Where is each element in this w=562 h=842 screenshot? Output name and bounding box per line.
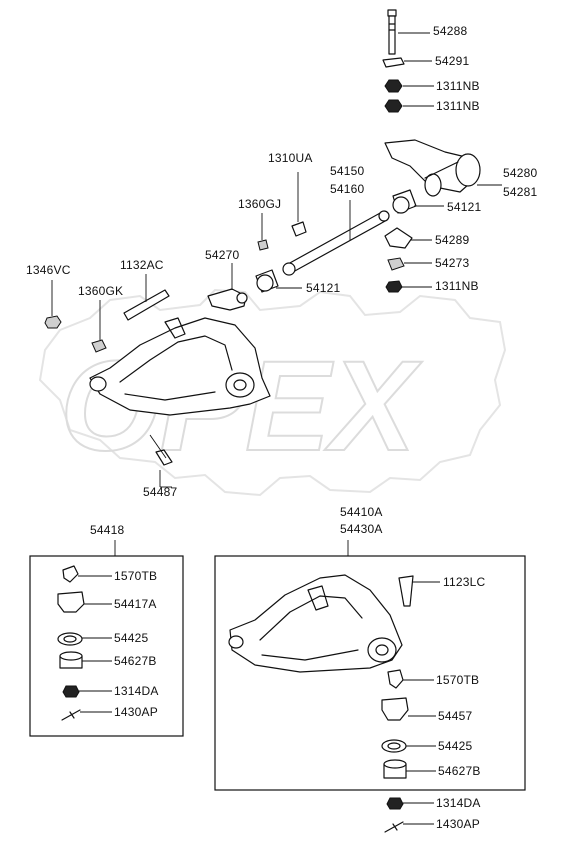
label-54289: 54289 [435, 233, 470, 247]
left-kit-item-1: 54417A [114, 597, 157, 611]
label-54160: 54160 [330, 182, 365, 196]
nut-1346VC [44, 315, 62, 329]
label-1132AC: 1132AC [120, 258, 164, 272]
label-1360GJ: 1360GJ [238, 197, 282, 211]
left-kit-item-0: 1570TB [114, 569, 158, 583]
label-1311NB-a: 1311NB [436, 79, 480, 93]
nut-1311NB-a [384, 79, 403, 93]
nut-54273 [387, 257, 405, 271]
label-1346VC: 1346VC [26, 263, 71, 277]
label-54487: 54487 [143, 485, 178, 499]
bushing-54121-a [392, 189, 417, 214]
left-kit-parts [57, 565, 112, 721]
shaft-54150 [282, 210, 390, 276]
label-1311NB-c: 1311NB [435, 279, 479, 293]
left-kit-box [29, 555, 184, 737]
label-54273: 54273 [435, 256, 470, 270]
left-kit-item-4: 1314DA [114, 684, 159, 698]
left-kit-item-3: 54627B [114, 654, 157, 668]
washer-1360GK [91, 339, 107, 353]
bolt-1132AC [123, 289, 170, 321]
right-kit-outside-0: 1314DA [436, 796, 481, 810]
right-kit-item-1: 1570TB [436, 673, 480, 687]
lower-kit-arm [228, 574, 403, 673]
bolt-54288 [387, 9, 397, 55]
right-kit-item-2: 54457 [438, 709, 473, 723]
label-54121-b: 54121 [306, 281, 341, 295]
label-54288: 54288 [433, 24, 468, 38]
right-kit-item-0: 1123LC [443, 575, 486, 589]
left-kit-item-5: 1430AP [114, 705, 158, 719]
label-54280: 54280 [503, 166, 538, 180]
upper-control-arm [89, 317, 271, 416]
nut-1360GJ [257, 239, 269, 251]
nut-1311NB-c [385, 280, 403, 293]
right-kit-item-4: 54627B [438, 764, 481, 778]
right-kit-title-b: 54430A [340, 522, 383, 536]
left-kit-title: 54418 [90, 523, 125, 537]
label-1360GK: 1360GK [78, 284, 124, 298]
left-kit-item-2: 54425 [114, 631, 149, 645]
nut-1311NB-b [384, 99, 403, 113]
bolt-1310UA [291, 221, 307, 237]
right-kit-box [214, 555, 526, 791]
right-kit-title-a: 54410A [340, 505, 383, 519]
leader-lines [51, 32, 502, 488]
washer-54291 [382, 57, 405, 68]
bracket-54280 [384, 139, 481, 197]
bushing-54121-b [255, 269, 279, 293]
label-54281: 54281 [503, 185, 538, 199]
label-54270: 54270 [205, 248, 240, 262]
right-kit-item-3: 54425 [438, 739, 473, 753]
label-54150: 54150 [330, 164, 365, 178]
right-kit-parts [381, 575, 440, 833]
label-1311NB-b: 1311NB [436, 99, 480, 113]
bumper-54289 [384, 227, 413, 249]
right-kit-outside-1: 1430AP [436, 817, 480, 831]
label-1310UA: 1310UA [268, 151, 313, 165]
watermark-gear [38, 288, 507, 497]
label-54291: 54291 [435, 54, 470, 68]
label-54121-a: 54121 [447, 200, 482, 214]
